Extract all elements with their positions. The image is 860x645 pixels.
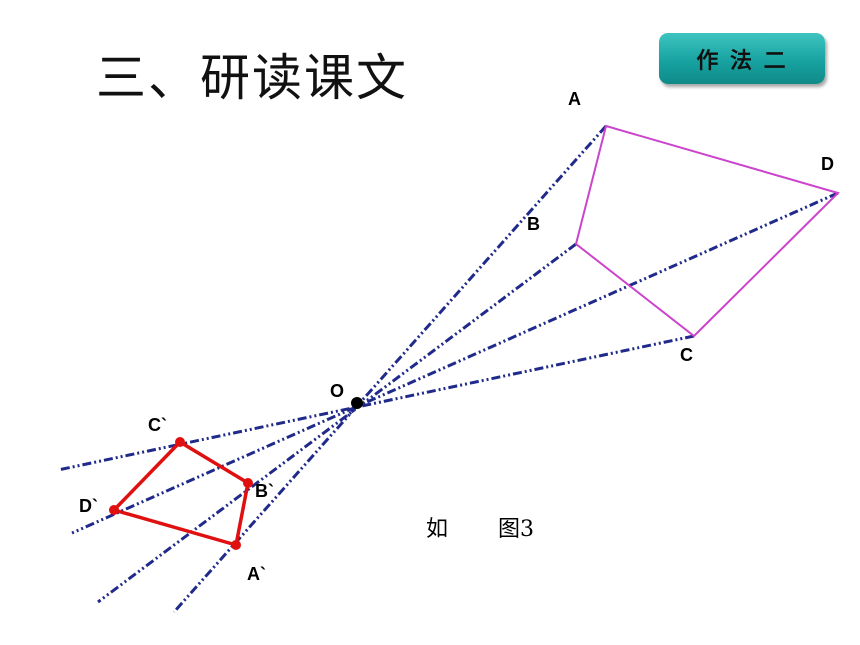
label-a-prime: A` [247,564,266,584]
point-a-prime [231,540,241,550]
ray-a [172,125,608,613]
label-b-prime: B` [255,481,274,501]
caption-figure-number: 图3 [498,517,534,542]
method-two-button[interactable]: 作 法 二 [659,33,825,84]
ray-b [97,242,577,604]
ray-d [71,191,839,535]
projection-rays [57,125,839,613]
label-a: A [568,89,581,109]
point-c-prime [175,437,185,447]
label-b: B [527,214,540,234]
label-c: C [680,345,693,365]
label-o: O [330,381,344,401]
small-quadrilateral [112,440,250,547]
label-d: D [821,154,834,174]
page-title: 三、研读课文 [96,49,408,107]
large-quadrilateral-abcd [574,124,840,338]
point-d-prime [109,505,119,515]
label-c-prime: C` [148,415,167,435]
label-d-prime: D` [79,496,98,516]
center-point-o [351,397,363,409]
point-b-prime [243,478,253,488]
ray-c [57,334,695,472]
caption-prefix: 如 [426,517,448,542]
